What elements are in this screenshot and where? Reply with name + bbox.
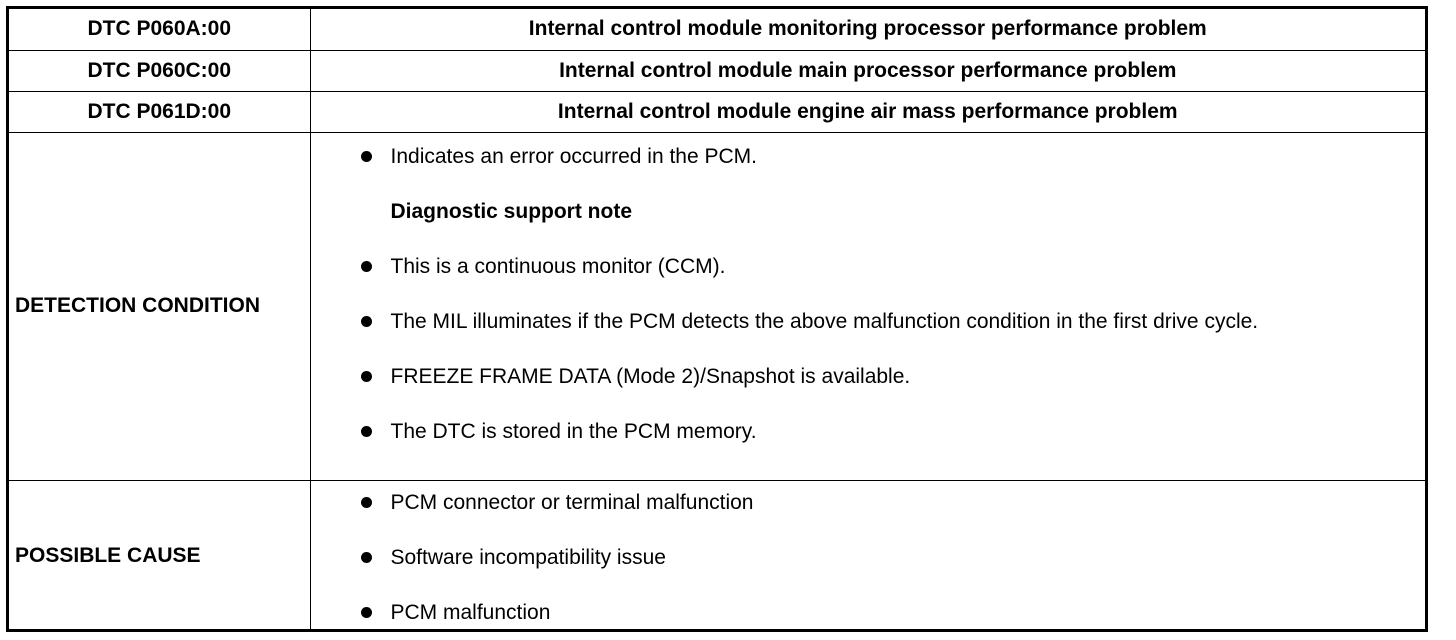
detection-condition-row: DETECTION CONDITION Indicates an error o… <box>9 131 1426 481</box>
list-item-text: PCM malfunction <box>390 600 551 624</box>
possible-cause-label: POSSIBLE CAUSE <box>9 479 311 631</box>
list-item: The DTC is stored in the PCM memory. <box>311 417 1426 446</box>
bullet-icon <box>360 606 372 618</box>
bullet-icon <box>360 150 372 162</box>
dtc-row: DTC P061D:00 Internal control module eng… <box>9 90 1425 133</box>
detection-list: Indicates an error occurred in the PCM. <box>311 133 1426 171</box>
bullet-icon <box>360 370 372 382</box>
list-item: Indicates an error occurred in the PCM. <box>311 142 1426 171</box>
dtc-row: DTC P060A:00 Internal control module mon… <box>9 9 1425 51</box>
list-item-text: Software incompatibility issue <box>390 545 666 569</box>
list-item: This is a continuous monitor (CCM). <box>311 252 1426 281</box>
bullet-icon <box>360 260 372 272</box>
diagnostic-support-note-heading: Diagnostic support note <box>390 199 633 223</box>
detection-condition-content: Indicates an error occurred in the PCM. … <box>309 131 1426 481</box>
dtc-description: Internal control module engine air mass … <box>309 90 1425 133</box>
possible-cause-row: POSSIBLE CAUSE PCM connector or terminal… <box>9 479 1426 631</box>
dtc-code: DTC P061D:00 <box>9 90 311 133</box>
dtc-code: DTC P060A:00 <box>9 9 311 51</box>
list-item: The MIL illuminates if the PCM detects t… <box>311 307 1426 336</box>
dtc-code: DTC P060C:00 <box>9 49 311 92</box>
bullet-icon <box>360 315 372 327</box>
detection-condition-label: DETECTION CONDITION <box>9 131 311 481</box>
bullet-icon <box>360 551 372 563</box>
list-item-text: The MIL illuminates if the PCM detects t… <box>390 309 1259 333</box>
possible-cause-content: PCM connector or terminal malfunction So… <box>309 479 1426 631</box>
dtc-description: Internal control module monitoring proce… <box>309 9 1425 51</box>
dtc-description: Internal control module main processor p… <box>309 49 1425 92</box>
dtc-row: DTC P060C:00 Internal control module mai… <box>9 49 1425 92</box>
list-item: Software incompatibility issue <box>311 543 1426 572</box>
bullet-icon <box>360 496 372 508</box>
list-item-text: PCM connector or terminal malfunction <box>390 490 754 514</box>
list-item-text: This is a continuous monitor (CCM). <box>390 254 726 278</box>
list-item-text: Indicates an error occurred in the PCM. <box>390 144 758 168</box>
list-item: PCM malfunction <box>311 598 1426 627</box>
bullet-icon <box>360 425 372 437</box>
dtc-document: DTC P060A:00 Internal control module mon… <box>6 6 1428 632</box>
detection-note-list: This is a continuous monitor (CCM). The … <box>311 252 1426 446</box>
cause-list: PCM connector or terminal malfunction So… <box>311 481 1426 627</box>
dtc-table: DTC P060A:00 Internal control module mon… <box>9 9 1425 631</box>
list-item: FREEZE FRAME DATA (Mode 2)/Snapshot is a… <box>311 362 1426 391</box>
list-item-text: FREEZE FRAME DATA (Mode 2)/Snapshot is a… <box>390 364 911 388</box>
list-item: PCM connector or terminal malfunction <box>311 488 1426 517</box>
list-item-text: The DTC is stored in the PCM memory. <box>390 419 757 443</box>
